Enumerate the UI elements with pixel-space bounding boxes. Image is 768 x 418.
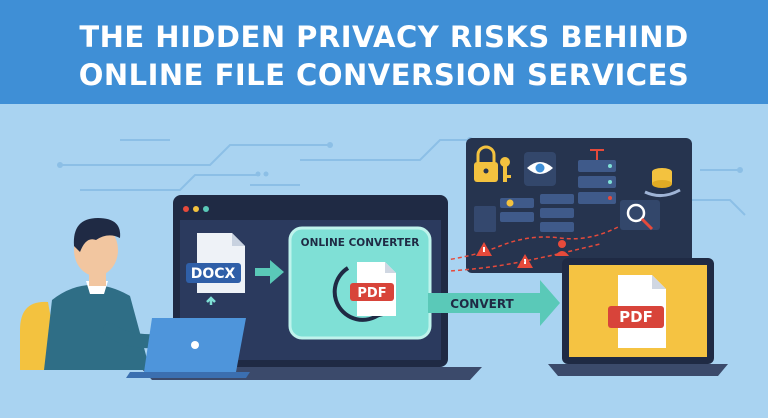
banner-title-line-2: ONLINE FILE CONVERSION SERVICES bbox=[78, 58, 690, 92]
eye-icon bbox=[524, 152, 556, 186]
banner-title-line-1: THE HIDDEN PRIVACY RISKS BEHIND bbox=[79, 20, 689, 54]
magnifier-icon bbox=[620, 200, 660, 231]
title-banner: THE HIDDEN PRIVACY RISKS BEHIND ONLINE F… bbox=[0, 0, 768, 104]
convert-label: CONVERT bbox=[450, 297, 514, 311]
warning-icon bbox=[517, 254, 533, 268]
convert-arrow bbox=[428, 280, 560, 326]
padlock-icon bbox=[474, 145, 498, 182]
pdf-document-icon bbox=[350, 262, 396, 316]
laptop-icon bbox=[126, 318, 250, 378]
converter-title: ONLINE CONVERTER bbox=[301, 237, 420, 249]
user-icon bbox=[506, 199, 569, 256]
result-pdf-document-icon bbox=[608, 275, 666, 348]
server-icon bbox=[578, 149, 616, 204]
circuit-lines bbox=[60, 139, 746, 216]
docx-document-icon bbox=[186, 233, 245, 305]
arrow-to-converter bbox=[255, 260, 284, 284]
server-panel bbox=[429, 138, 692, 273]
docx-label: DOCX bbox=[191, 266, 236, 282]
database-icon bbox=[644, 168, 681, 197]
pdf-label: PDF bbox=[357, 286, 386, 301]
result-pdf-label: PDF bbox=[619, 308, 653, 326]
key-icon bbox=[500, 157, 511, 182]
